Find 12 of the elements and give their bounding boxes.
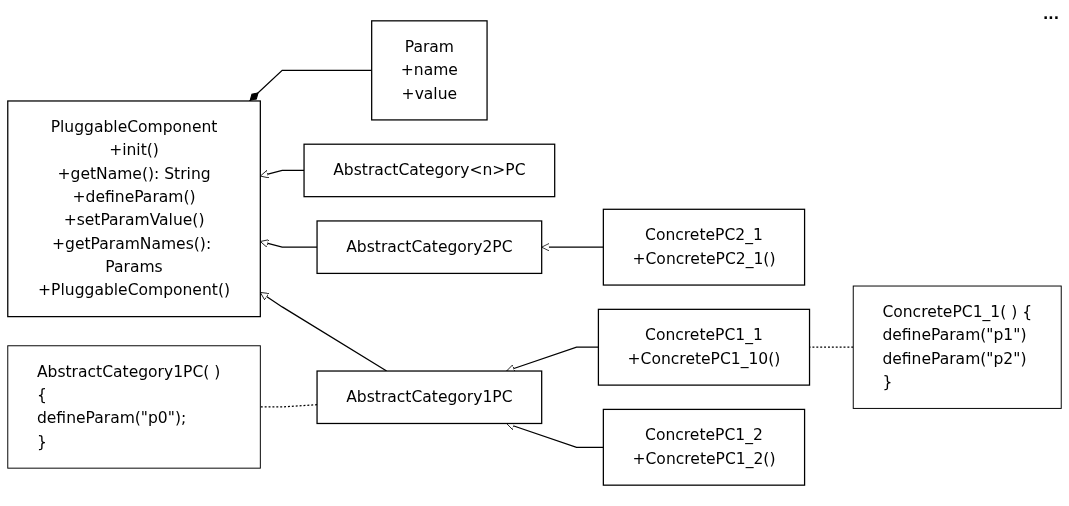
node-box: ConcretePC1_1 +ConcretePC1_10(): [597, 308, 811, 386]
node-box: AbstractCategory1PC( ) { defineParam("p0"); }: [7, 345, 261, 469]
ellipsis-note: ...: [1043, 6, 1059, 22]
node-box: AbstractCategory1PC: [316, 370, 543, 425]
node-box: AbstractCategory<n>PC: [303, 143, 556, 198]
node-box: ConcretePC2_1 +ConcretePC2_1(): [602, 208, 806, 286]
node-box: AbstractCategory2PC: [316, 220, 543, 275]
node-box: PluggableComponent +init() +getName(): String +defineParam() +setParamValue() +getParamNames(): Params +PluggableComponent(): [7, 100, 261, 318]
node-box: ConcretePC1_1( ) { defineParam("p1") defineParam("p2") }: [852, 285, 1062, 409]
arrow: [541, 242, 604, 252]
node-box: Param +name +value: [371, 20, 488, 121]
node-box: ConcretePC1_2 +ConcretePC1_2(): [602, 408, 806, 486]
